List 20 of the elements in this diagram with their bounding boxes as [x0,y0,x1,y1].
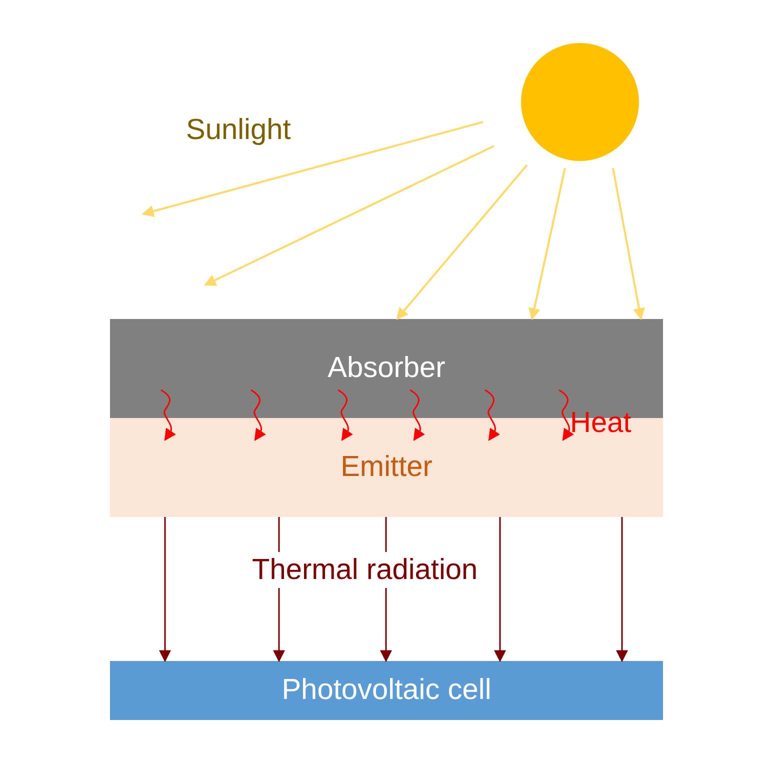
sunlight-label: Sunlight [186,113,291,148]
wavy-heat-arrow [410,389,425,441]
wavy-heat-arrow [250,389,266,441]
sunlight-ray-arrow [142,121,484,217]
radiation-arrow [494,517,506,662]
wavy-heat-arrow [338,389,353,441]
wavy-heat-arrow [484,389,500,441]
sunlight-ray-arrow [612,168,645,320]
sunlight-ray-arrow [204,145,494,286]
heat-label: Heat [570,406,632,441]
sunlight-ray-arrow [528,168,566,320]
photovoltaic-cell [110,661,663,720]
radiation-arrow [616,517,628,662]
wavy-heat-arrow [160,389,176,441]
layer-label: Emitter [340,450,432,484]
sunlight-ray-arrow [396,164,528,320]
radiation-arrow [159,517,171,662]
layer-label: Photovoltaic cell [282,673,492,707]
wavy-heat-arrow [558,389,574,441]
layer-label: Absorber [328,351,446,385]
